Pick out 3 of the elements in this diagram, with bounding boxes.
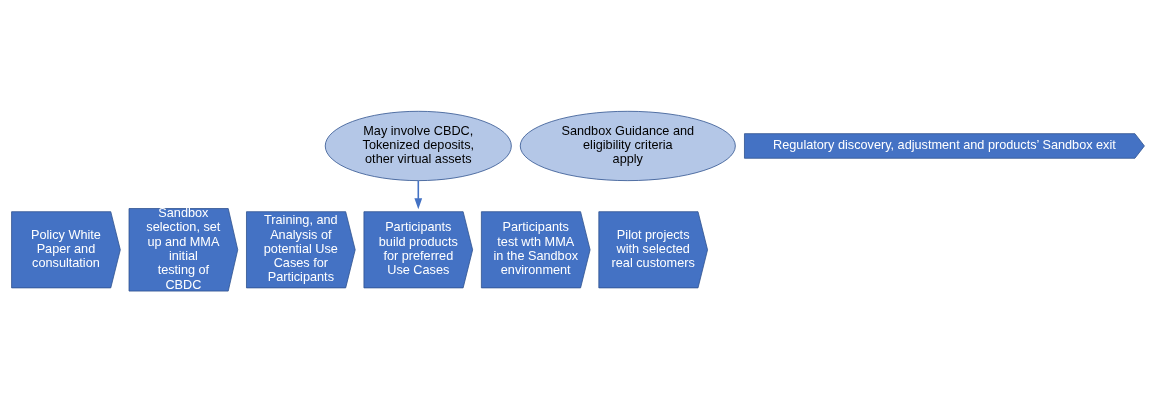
node-ellipse: Sandbox Guidance and eligibility criteria apply [519,110,736,181]
node-ellipse: May involve CBDC, Tokenized deposits, other virtual assets [324,110,512,181]
arrow [414,179,423,209]
